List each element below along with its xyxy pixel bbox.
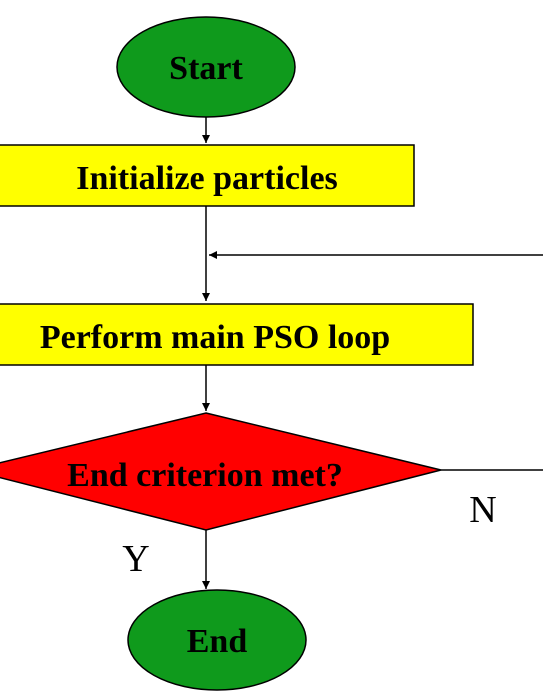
main-pso-loop-box <box>0 303 474 366</box>
yes-branch-label: Y <box>122 538 149 580</box>
no-branch-label: N <box>469 489 496 531</box>
end-label: End <box>187 623 248 660</box>
initialize-particles-box <box>0 144 415 207</box>
start-terminal <box>116 16 296 118</box>
end-criterion-label: End criterion met? <box>67 457 343 494</box>
end-criterion-decision <box>0 412 442 531</box>
end-terminal <box>127 589 307 691</box>
main-pso-loop-label: Perform main PSO loop <box>40 319 390 356</box>
start-label: Start <box>169 50 243 87</box>
initialize-particles-label: Initialize particles <box>76 160 338 197</box>
